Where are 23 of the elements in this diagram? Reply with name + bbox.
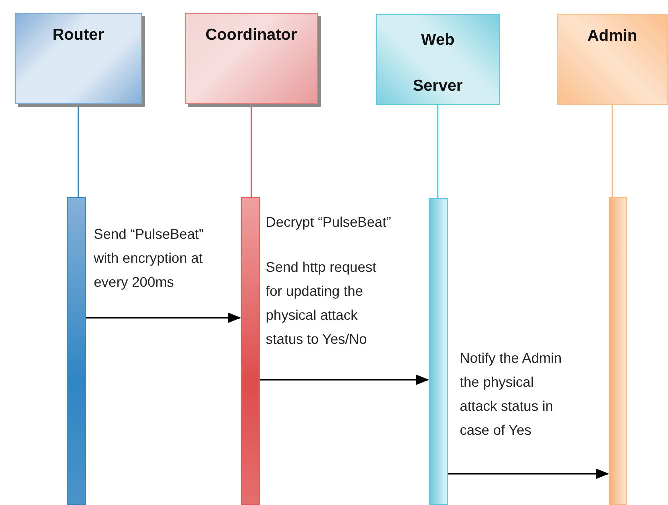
activation-bar [609,197,627,505]
participant-name: Web Server [412,31,464,97]
participant-name: Admin [586,27,638,47]
activation-bar [429,198,448,505]
message-label: Notify the Admin the physical attack status in case of Yes [460,349,563,440]
participant-name: Router [52,26,106,46]
message-arrow [448,468,610,480]
lifeline [78,104,80,197]
participant-box [185,13,318,104]
participant-box [376,14,500,105]
note-text: Decrypt “PulseBeat” [266,213,392,232]
participant-name: Coordinator [204,26,298,46]
message-label: Send “PulseBeat” with encryption at every 200ms [94,225,205,292]
message-arrow [86,312,242,324]
lifeline [437,105,439,198]
participant-box [557,14,668,105]
activation-bar [67,197,86,505]
lifeline [612,105,614,197]
activation-bar [241,197,260,505]
message-label: Send http request for updating the physical attack status to Yes/No [266,258,378,349]
participant-box [15,13,142,104]
lifeline [250,104,252,197]
message-arrow [260,374,430,386]
